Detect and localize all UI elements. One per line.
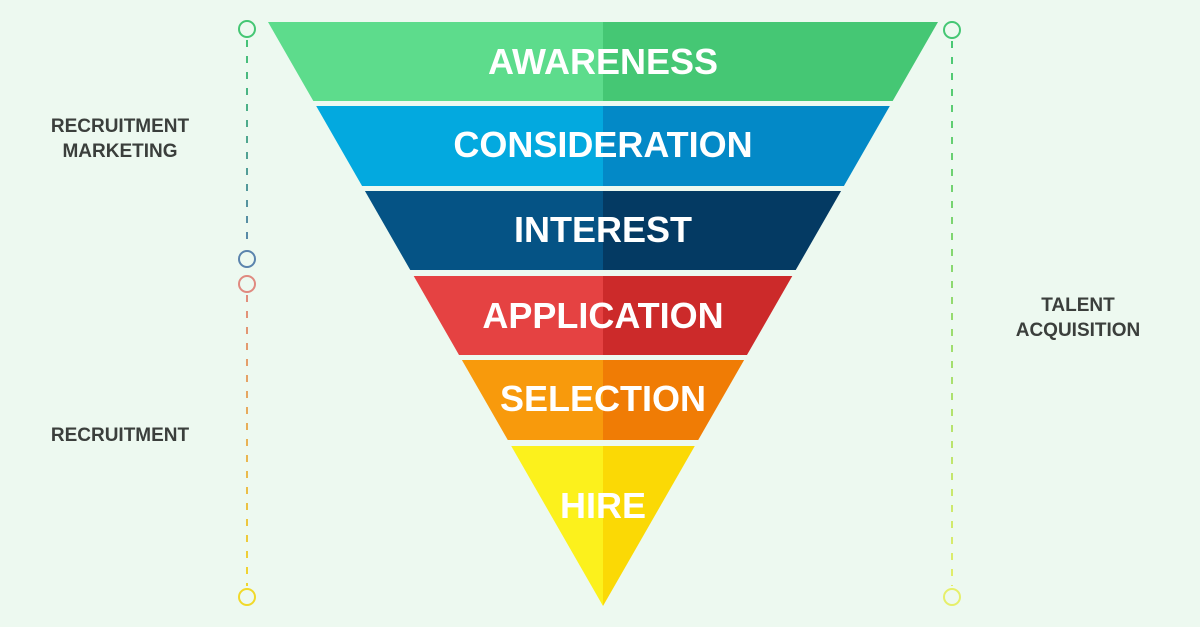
funnel-stage-interest [364, 191, 842, 270]
bracket-top-circle-icon [943, 21, 961, 39]
funnel-stage-label: HIRE [560, 485, 646, 526]
brackets-layer [238, 20, 961, 606]
bracket-top-circle-icon [238, 275, 256, 293]
label-line: RECRUITMENT [50, 425, 190, 446]
bracket-talent-acquisition [943, 21, 961, 606]
label-recruitment: RECRUITMENT [28, 423, 212, 448]
funnel-stage-label: CONSIDERATION [453, 124, 752, 165]
funnel-stage-label: AWARENESS [488, 41, 718, 82]
bracket-bottom-circle-icon [238, 250, 256, 268]
bracket-top-circle-icon [238, 20, 256, 38]
funnel-stage-consideration [316, 106, 890, 186]
label-line: TALENT [1041, 295, 1115, 316]
funnel-stage-label: INTEREST [514, 209, 692, 250]
bracket-recruitment-marketing [238, 20, 256, 268]
funnel-stage-hire [511, 446, 695, 606]
bracket-bottom-circle-icon [238, 588, 256, 606]
funnel-stages: AWARENESS CONSIDERATION INTEREST APPLICATIO… [268, 22, 938, 606]
label-line: ACQUISITION [1015, 320, 1141, 341]
funnel-stage-label: APPLICATION [482, 295, 723, 336]
bracket-recruitment [238, 275, 256, 606]
label-talent-acquisition: TALENT ACQUISITION [990, 293, 1166, 343]
bracket-bottom-circle-icon [943, 588, 961, 606]
label-line: RECRUITMENT [50, 116, 190, 137]
funnel-stage-awareness [268, 22, 938, 101]
funnel-stage-application [413, 276, 793, 355]
funnel-stage-label: SELECTION [500, 378, 706, 419]
label-line: MARKETING [62, 141, 178, 162]
funnel-stage-selection [461, 360, 745, 440]
label-recruitment-marketing: RECRUITMENT MARKETING [28, 114, 212, 164]
